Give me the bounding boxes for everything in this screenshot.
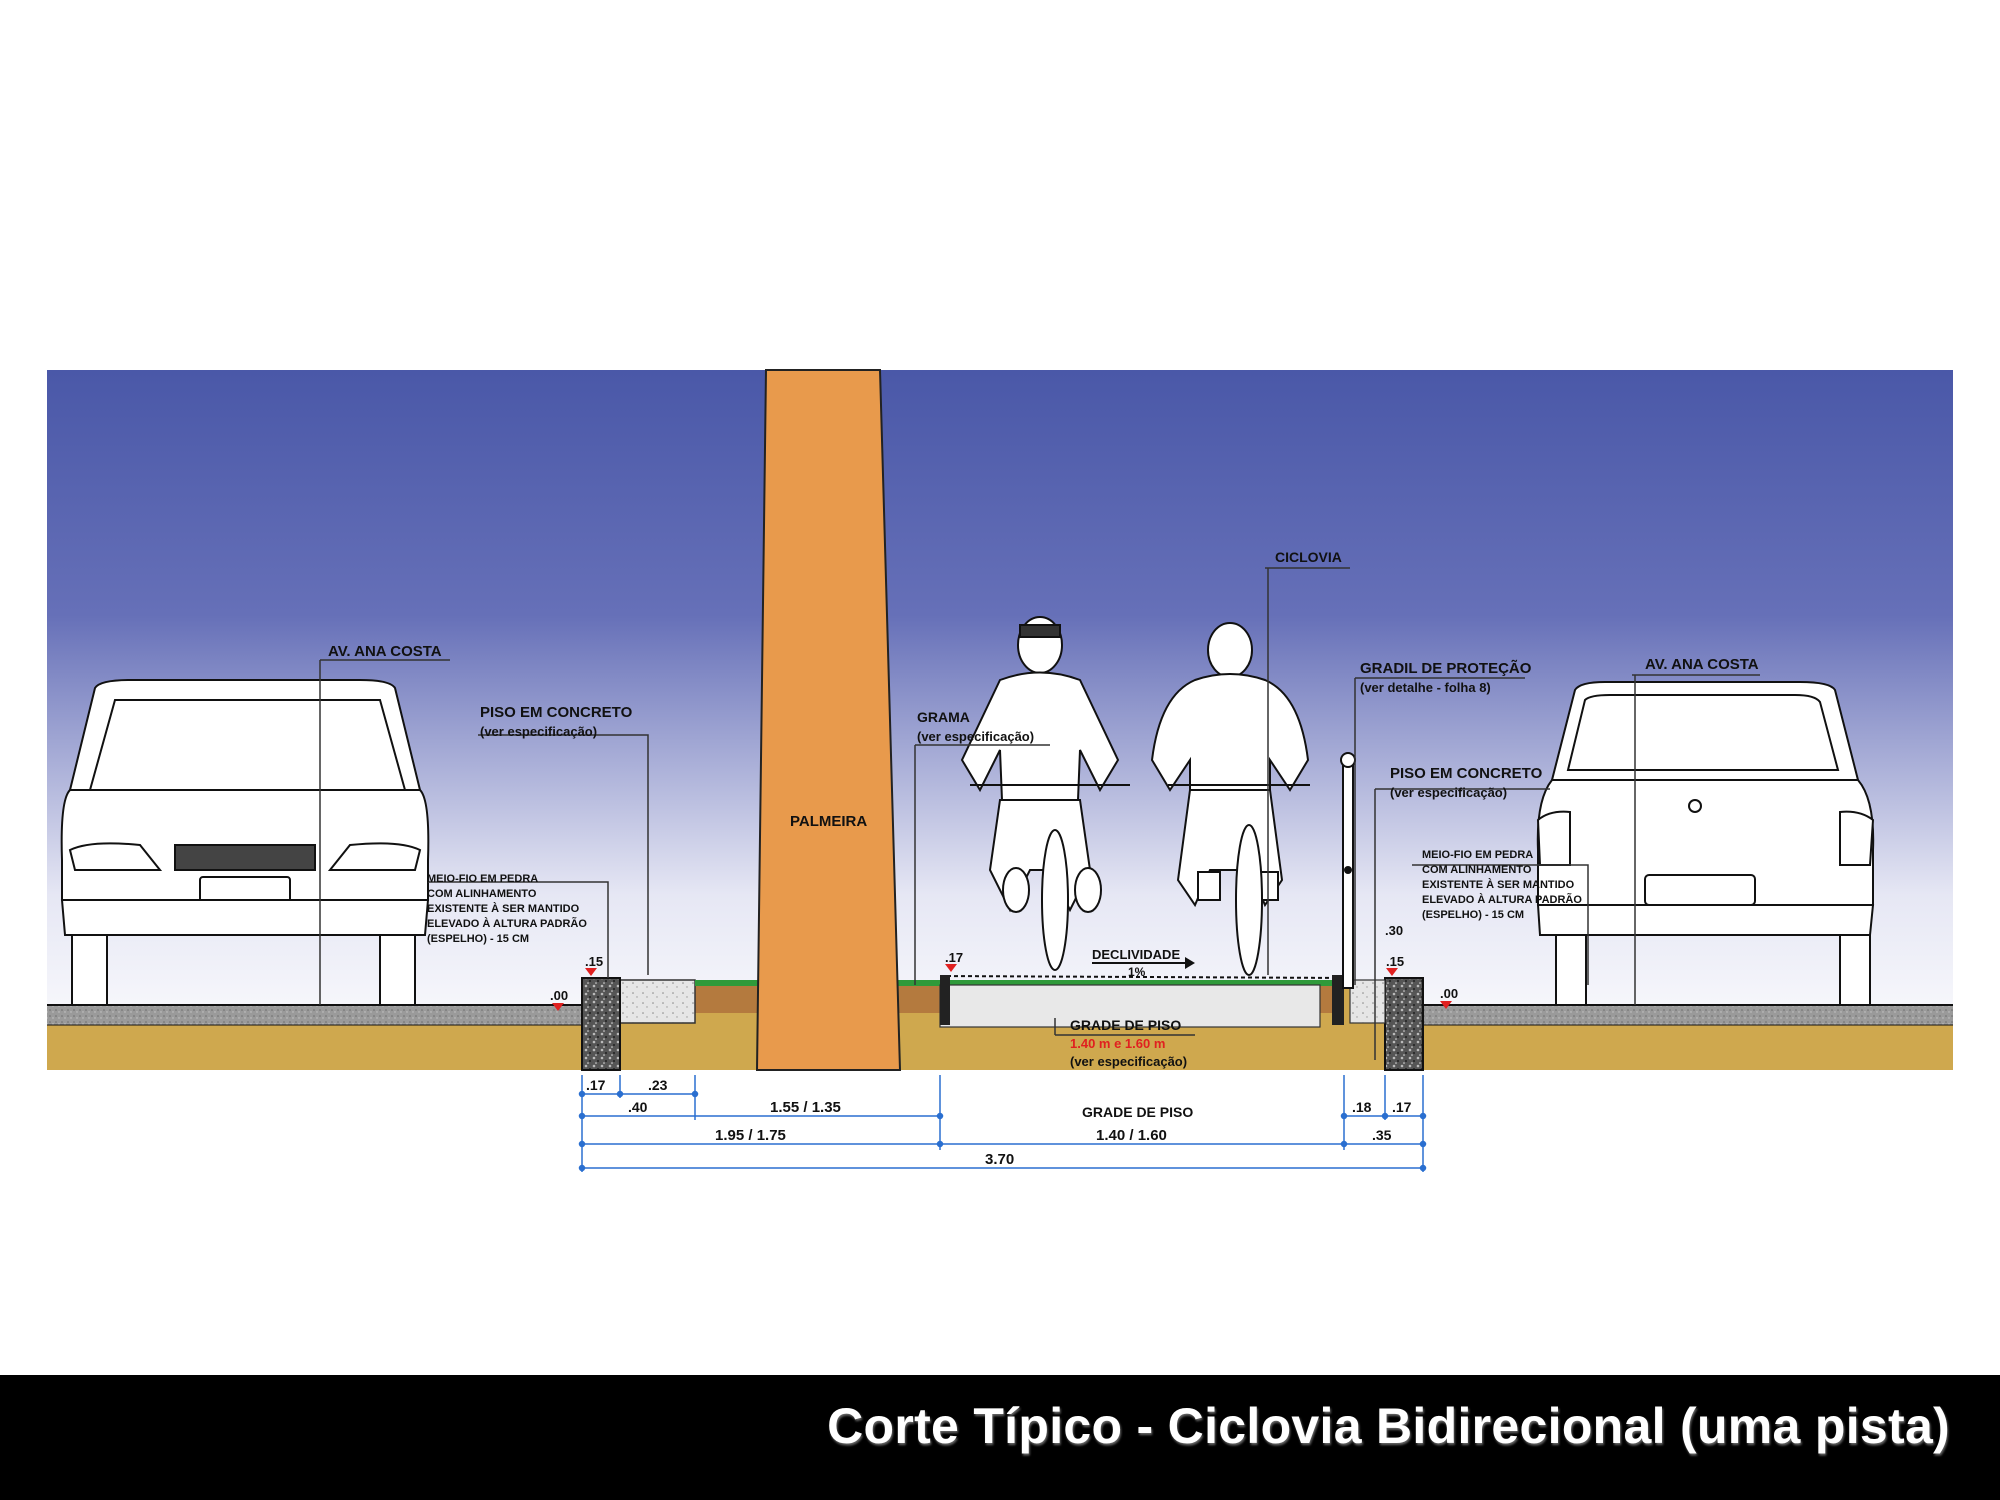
concrete-pavement-right bbox=[1349, 979, 1386, 1024]
svg-text:.15: .15 bbox=[1386, 954, 1404, 969]
dim-370: 3.70 bbox=[985, 1151, 1014, 1168]
palmeira-label: PALMEIRA bbox=[790, 813, 867, 830]
grama-label: GRAMA bbox=[917, 709, 970, 725]
ciclovia-edge-left bbox=[940, 975, 950, 1025]
gradil-label: GRADIL DE PROTEÇÃO bbox=[1360, 659, 1532, 677]
svg-text:COM ALINHAMENTO: COM ALINHAMENTO bbox=[427, 888, 537, 900]
road-right bbox=[1423, 1004, 1953, 1070]
dim-18: .18 bbox=[1352, 1099, 1372, 1115]
concrete-pavement-left bbox=[619, 979, 696, 1024]
svg-text:COM ALINHAMENTO: COM ALINHAMENTO bbox=[1422, 864, 1532, 876]
caption-bar: Corte Típico - Ciclovia Bidirecional (um… bbox=[0, 1375, 2000, 1500]
grama-sub: (ver especificação) bbox=[917, 729, 1034, 744]
dim-195: 1.95 / 1.75 bbox=[715, 1127, 786, 1144]
dimension-lines bbox=[578, 1075, 1427, 1172]
dim-40: .40 bbox=[628, 1099, 648, 1115]
av-ana-costa-left-label: AV. ANA COSTA bbox=[328, 643, 442, 660]
declividade-value: 1% bbox=[1128, 965, 1146, 979]
grass-strip-right bbox=[900, 980, 1340, 986]
svg-text:.00: .00 bbox=[1440, 986, 1458, 1001]
svg-text:.30: .30 bbox=[1385, 923, 1403, 938]
ciclovia-edge-right bbox=[1332, 975, 1344, 1025]
dim-17-left: .17 bbox=[586, 1077, 606, 1093]
dim-155: 1.55 / 1.35 bbox=[770, 1099, 841, 1116]
piso-concreto-left-sub: (ver especificação) bbox=[480, 724, 597, 739]
palm-trunk bbox=[755, 369, 902, 1071]
svg-text:(ESPELHO) - 15 CM: (ESPELHO) - 15 CM bbox=[1422, 909, 1524, 921]
piso-concreto-right-sub: (ver especificação) bbox=[1390, 785, 1507, 800]
grade-piso-values: 1.40 m e 1.60 m bbox=[1070, 1036, 1165, 1051]
ciclovia-floor bbox=[939, 984, 1321, 1028]
curb-left bbox=[581, 977, 621, 1071]
cyclist-front bbox=[960, 616, 1130, 971]
dim-35: .35 bbox=[1372, 1127, 1392, 1143]
piso-concreto-left-label: PISO EM CONCRETO bbox=[480, 704, 633, 721]
piso-concreto-right-label: PISO EM CONCRETO bbox=[1390, 765, 1543, 782]
svg-text:MEIO-FIO EM PEDRA: MEIO-FIO EM PEDRA bbox=[427, 873, 538, 885]
declividade-label: DECLIVIDADE bbox=[1092, 947, 1180, 962]
svg-text:.17: .17 bbox=[945, 950, 963, 965]
gradil-sub: (ver detalhe - folha 8) bbox=[1360, 680, 1491, 695]
svg-text:MEIO-FIO EM PEDRA: MEIO-FIO EM PEDRA bbox=[1422, 849, 1533, 861]
road-left bbox=[47, 1004, 582, 1070]
declividade-arrowhead bbox=[1185, 957, 1195, 969]
svg-text:ELEVADO À ALTURA PADRÃO: ELEVADO À ALTURA PADRÃO bbox=[427, 917, 587, 930]
svg-text:EXISTENTE À SER MANTIDO: EXISTENTE À SER MANTIDO bbox=[1422, 878, 1575, 891]
grade-piso-label: GRADE DE PISO bbox=[1070, 1017, 1181, 1033]
level-markers: .00 .15 .17 .30 .15 .00 bbox=[550, 923, 1458, 1011]
dim-17-right: .17 bbox=[1392, 1099, 1412, 1115]
slide-caption: Corte Típico - Ciclovia Bidirecional (um… bbox=[827, 1398, 1950, 1454]
car-left bbox=[60, 679, 430, 1006]
svg-text:EXISTENTE À SER MANTIDO: EXISTENTE À SER MANTIDO bbox=[427, 902, 580, 915]
ciclovia-label: CICLOVIA bbox=[1275, 549, 1342, 565]
meio-fio-right-label: MEIO-FIO EM PEDRA COM ALINHAMENTO EXISTE… bbox=[1422, 849, 1582, 921]
dim-140: 1.40 / 1.60 bbox=[1096, 1127, 1167, 1144]
curb-right bbox=[1384, 977, 1424, 1071]
cross-section-drawing: PALMEIRA bbox=[47, 369, 1953, 1172]
svg-text:.00: .00 bbox=[550, 988, 568, 1003]
dim-grade-label: GRADE DE PISO bbox=[1082, 1104, 1193, 1120]
av-ana-costa-right-label: AV. ANA COSTA bbox=[1645, 656, 1759, 673]
grade-piso-sub: (ver especificação) bbox=[1070, 1054, 1187, 1069]
meio-fio-left-label: MEIO-FIO EM PEDRA COM ALINHAMENTO EXISTE… bbox=[427, 873, 587, 945]
dim-23: .23 bbox=[648, 1077, 668, 1093]
gradil-post bbox=[1340, 752, 1356, 989]
svg-text:ELEVADO À ALTURA PADRÃO: ELEVADO À ALTURA PADRÃO bbox=[1422, 893, 1582, 906]
cyclist-back bbox=[1150, 622, 1310, 976]
leader-lines bbox=[319, 567, 1760, 1060]
svg-text:(ESPELHO) - 15 CM: (ESPELHO) - 15 CM bbox=[427, 933, 529, 945]
svg-text:.15: .15 bbox=[585, 954, 603, 969]
car-right bbox=[1536, 681, 1875, 1006]
